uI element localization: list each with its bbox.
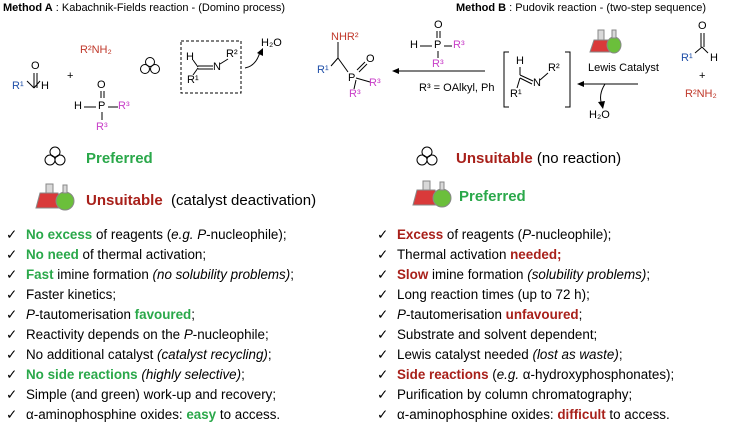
aldehyde-a-o: O bbox=[31, 60, 40, 72]
imine-b-h: H bbox=[516, 55, 524, 67]
aldehyde-a-r1: R¹ bbox=[12, 80, 24, 92]
phos-b-o: O bbox=[434, 19, 443, 31]
bracket-left bbox=[503, 51, 509, 108]
list-item: ✓No excess of reagents (e.g. P-nucleophi… bbox=[6, 227, 287, 242]
water-a: H₂O bbox=[261, 37, 282, 49]
product-r1: R¹ bbox=[317, 64, 329, 76]
imine-a-r2: R² bbox=[226, 48, 238, 60]
aldehyde-a-h: H bbox=[41, 80, 49, 92]
product-r3b: R³ bbox=[349, 88, 361, 100]
aldehyde-b-o: O bbox=[698, 20, 707, 32]
phos-a-r3b: R³ bbox=[96, 121, 108, 133]
imine-b-r1: R¹ bbox=[510, 88, 522, 100]
product-p: P bbox=[348, 72, 356, 84]
imine-b-bonds bbox=[516, 67, 549, 89]
phos-a-h: H bbox=[74, 100, 82, 112]
lewis-catalyst-label: Lewis Catalyst bbox=[588, 62, 659, 74]
aldehyde-b-bonds bbox=[694, 33, 709, 54]
phos-a-o: O bbox=[97, 79, 106, 91]
list-item: ✓α-aminophosphine oxides: easy to access… bbox=[6, 407, 281, 422]
verdict-a-catalyst: Unsuitable (catalyst deactivation) bbox=[86, 192, 317, 209]
product-bonds bbox=[330, 42, 371, 90]
product-o: O bbox=[366, 53, 375, 65]
product-r3a: R³ bbox=[369, 77, 381, 89]
list-item: ✓No need of thermal activation; bbox=[6, 247, 207, 262]
amine-b: R²NH₂ bbox=[685, 88, 717, 100]
phosphine-b-bonds bbox=[420, 31, 452, 58]
list-item: ✓Purification by column chromatography; bbox=[377, 387, 633, 402]
list-item: ✓Thermal activation needed; bbox=[377, 247, 562, 262]
list-item: ✓Reactivity depends on the P-nucleophile… bbox=[6, 327, 269, 342]
water-b: H₂O bbox=[589, 109, 610, 121]
r3-definition: R³ = OAlkyl, Ph bbox=[419, 82, 495, 94]
no-catalyst-icon-top bbox=[140, 57, 160, 74]
list-item: ✓P-tautomerisation unfavoured; bbox=[377, 307, 583, 322]
phos-b-h: H bbox=[410, 39, 418, 51]
catalyst-flask-icon-b bbox=[412, 180, 452, 208]
phos-a-p: P bbox=[98, 100, 106, 112]
aldehyde-a-bonds bbox=[26, 73, 41, 89]
aldehyde-b-h: H bbox=[710, 52, 718, 64]
phos-b-r3a: R³ bbox=[453, 39, 465, 51]
phosphine-a-bonds bbox=[84, 91, 118, 120]
imine-b-n: N bbox=[533, 77, 541, 89]
list-item: ✓Faster kinetics; bbox=[6, 287, 117, 302]
phos-b-r3b: R³ bbox=[432, 58, 444, 70]
list-item: ✓Fast imine formation (no solubility pro… bbox=[6, 267, 294, 282]
method-b-header: Method B : Pudovik reaction - (two-step … bbox=[456, 2, 707, 14]
imine-a-n: N bbox=[213, 61, 221, 73]
list-item: ✓P-tautomerisation favoured; bbox=[6, 307, 195, 322]
list-item: ✓Side reactions (e.g. α-hydroxyphosphona… bbox=[377, 367, 675, 382]
list-item: ✓No side reactions (highly selective); bbox=[6, 367, 245, 382]
water-loss-arrow bbox=[244, 51, 261, 69]
list-item: ✓Slow imine formation (solubility proble… bbox=[377, 267, 651, 282]
no-catalyst-icon-b bbox=[416, 146, 438, 166]
list-item: ✓α-aminophosphine oxides: difficult to a… bbox=[377, 407, 670, 422]
imine-dashed-box bbox=[180, 40, 242, 94]
list-item: ✓Substrate and solvent dependent; bbox=[377, 327, 598, 342]
no-catalyst-icon-a bbox=[44, 146, 66, 166]
phos-a-r3a: R³ bbox=[118, 100, 130, 112]
list-item: ✓Long reaction times (up to 72 h); bbox=[377, 287, 590, 302]
list-item: ✓Excess of reagents (P-nucleophile); bbox=[377, 227, 612, 242]
imine-a-h: H bbox=[186, 51, 194, 63]
verdict-a-no-catalyst: Preferred bbox=[86, 150, 153, 167]
plus-b: + bbox=[699, 70, 706, 82]
imine-b-r2: R² bbox=[548, 62, 560, 74]
phos-b-p: P bbox=[434, 39, 442, 51]
bracket-right bbox=[565, 51, 571, 108]
catalyst-flask-icon-top bbox=[589, 29, 622, 54]
imine-a-r1: R¹ bbox=[187, 74, 199, 86]
list-item: ✓No additional catalyst (catalyst recycl… bbox=[6, 347, 272, 362]
plus-a: + bbox=[67, 70, 74, 82]
verdict-b-catalyst: Preferred bbox=[459, 188, 526, 205]
list-item: ✓Simple (and green) work-up and recovery… bbox=[6, 387, 277, 402]
product-nhr2: NHR² bbox=[331, 31, 359, 43]
amine-a: R²NH₂ bbox=[80, 44, 112, 56]
imine-a-bonds bbox=[192, 58, 229, 76]
list-item: ✓Lewis catalyst needed (lost as waste); bbox=[377, 347, 623, 362]
method-a-header: Method A : Kabachnik-Fields reaction - (… bbox=[3, 2, 286, 14]
aldehyde-b-r1: R¹ bbox=[681, 52, 693, 64]
verdict-b-no-catalyst: Unsuitable (no reaction) bbox=[456, 150, 622, 167]
catalyst-flask-icon-a bbox=[35, 183, 75, 211]
